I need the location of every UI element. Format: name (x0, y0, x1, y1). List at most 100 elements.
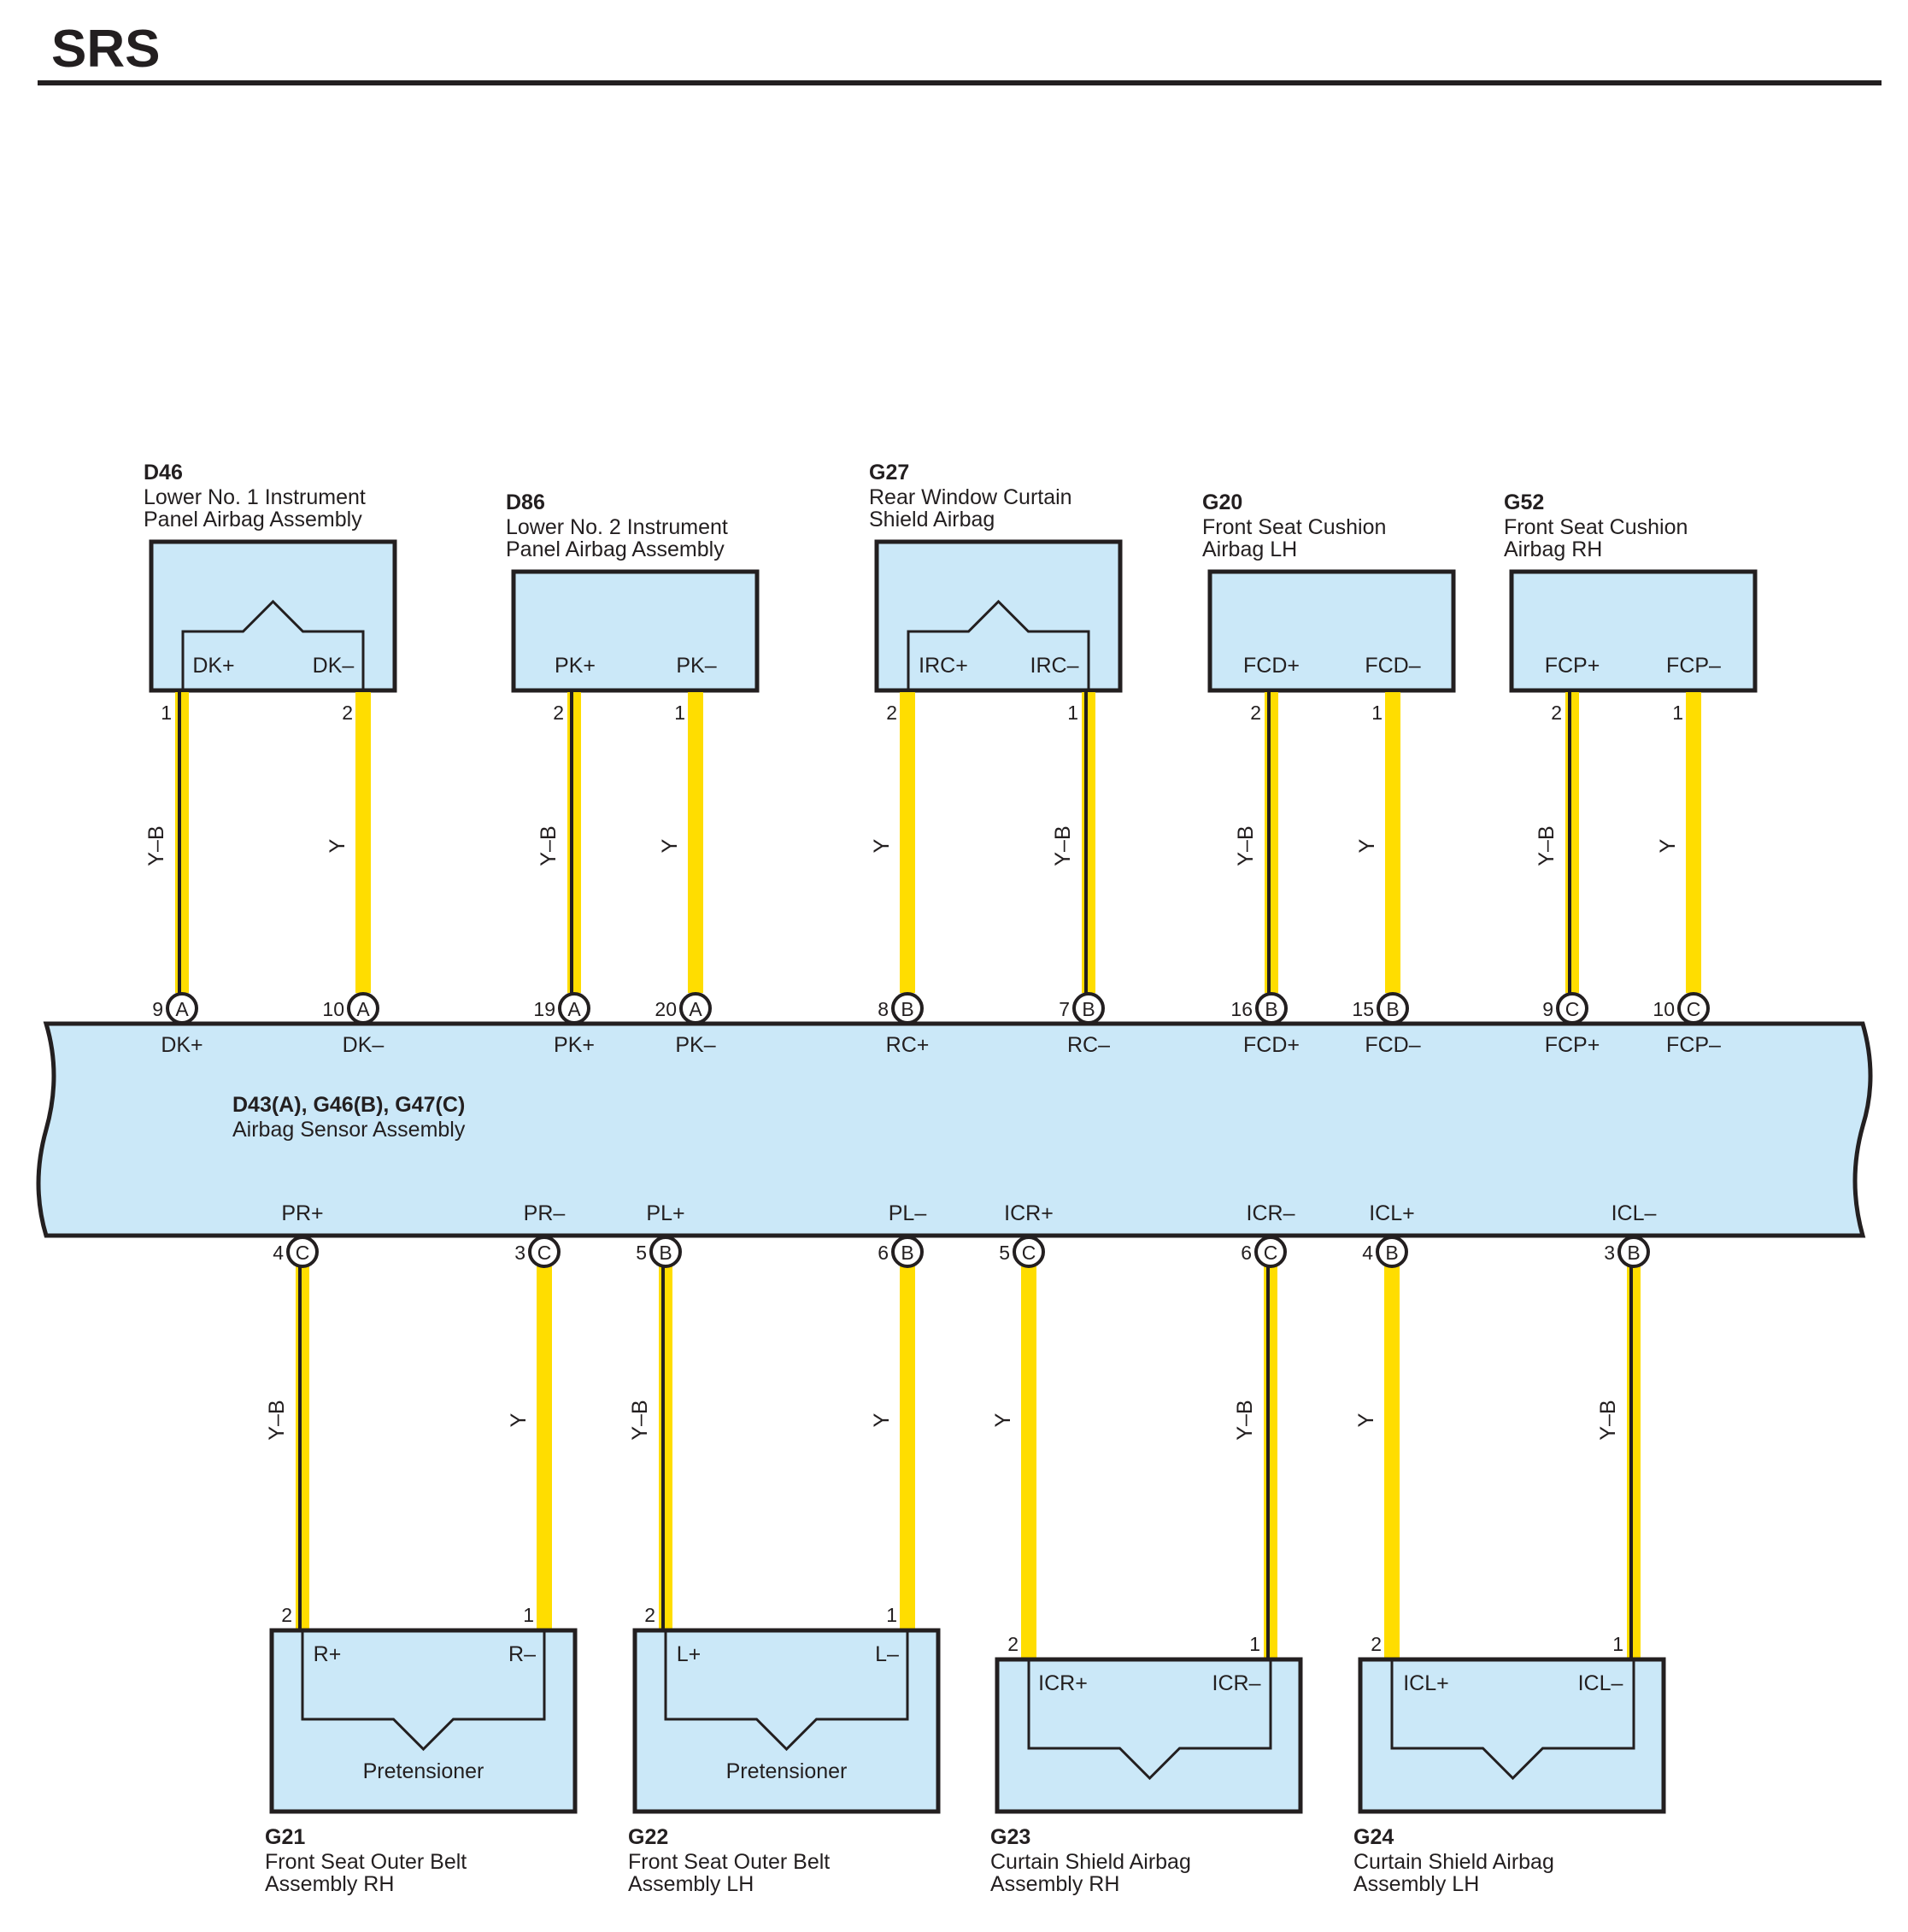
g20-ecu-pin-letter: B (1386, 998, 1399, 1020)
g20-ecu-label: FCD+ (1243, 1033, 1300, 1057)
g23-code: G23 (990, 1825, 1030, 1849)
d46-ecu-pin-number: 10 (322, 998, 344, 1020)
g27-ecu-label: RC+ (886, 1033, 930, 1057)
g23-ecu-pin (1254, 1236, 1287, 1268)
d46-component-box (149, 539, 397, 693)
g23-wire-color: Y (991, 1412, 1015, 1427)
ecu-code: D43(A), G46(B), G47(C) (232, 1093, 465, 1117)
g24-pin-label: ICL– (1578, 1671, 1623, 1695)
g20-pin-label: FCD– (1365, 654, 1420, 678)
g23-pin-number: 2 (1007, 1633, 1019, 1655)
g24-component-box (1358, 1657, 1666, 1814)
d46-ecu-pin-number: 9 (152, 998, 163, 1020)
d46-ecu-pin-letter: A (356, 998, 370, 1020)
g27-code: G27 (869, 461, 909, 484)
g52-wire-color: Y–B (1535, 825, 1559, 866)
g20-ecu-pin-letter: B (1265, 998, 1277, 1020)
g21-pin-label: R+ (314, 1642, 342, 1666)
g23-ecu-pin-letter: C (1022, 1242, 1036, 1264)
g24-name-line: Curtain Shield Airbag (1353, 1850, 1554, 1874)
d86-ecu-pin-number: 19 (533, 998, 555, 1020)
d46-squib-symbol (181, 599, 365, 690)
g24-ecu-pin-letter: B (1627, 1242, 1640, 1264)
g23-ecu-pin-letter: C (1264, 1242, 1278, 1264)
g21-squib-symbol (301, 1630, 546, 1752)
g21-ecu-pin (286, 1236, 319, 1268)
g23-squib-symbol (1027, 1659, 1272, 1781)
g24-ecu-pin-number: 4 (1362, 1242, 1373, 1264)
g22-ecu-pin-number: 6 (878, 1242, 889, 1264)
page-title: SRS (51, 20, 160, 79)
d86-wire-color: Y (658, 838, 682, 853)
g21-ecu-pin (528, 1236, 561, 1268)
d46-ecu-pin-letter: A (175, 998, 189, 1020)
g21-wire-color: Y (507, 1412, 531, 1427)
d46-pin-label: DK+ (192, 654, 234, 678)
g24-pin-number: 2 (1371, 1633, 1382, 1655)
g24-ecu-pin-letter: B (1385, 1242, 1398, 1264)
d46-ecu-pin (347, 992, 379, 1025)
d86-pin-number: 1 (674, 702, 685, 724)
d46-wire-color: Y (326, 838, 349, 853)
g21-pin-number: 2 (281, 1604, 292, 1626)
g22-name-line: Assembly LH (628, 1872, 754, 1896)
g23-ecu-label: ICR– (1247, 1201, 1295, 1225)
g22-pin-number: 2 (644, 1604, 655, 1626)
g27-ecu-label: RC– (1067, 1033, 1110, 1057)
g22-pin-label: L+ (677, 1642, 702, 1666)
g27-component-box (874, 539, 1123, 693)
d86-wire-color: Y–B (537, 825, 561, 866)
g23-ecu-pin-number: 6 (1241, 1242, 1252, 1264)
g24-ecu-pin (1617, 1236, 1650, 1268)
g52-ecu-label: FCP+ (1545, 1033, 1600, 1057)
g24-wire-color: Y–B (1596, 1400, 1620, 1440)
d46-ecu-label: DK– (343, 1033, 385, 1057)
g27-ecu-pin (1072, 992, 1105, 1025)
airbag-sensor-assembly (36, 1021, 1873, 1238)
g24-ecu-label: ICL+ (1369, 1201, 1415, 1225)
g27-name-line: Rear Window Curtain (869, 485, 1072, 509)
g20-component-box (1207, 569, 1456, 693)
g22-wire-color: Y (870, 1412, 894, 1427)
d86-ecu-pin-letter: A (567, 998, 581, 1020)
g23-ecu-pin (1013, 1236, 1045, 1268)
g27-ecu-pin-number: 8 (878, 998, 889, 1020)
d46-pin-label: DK– (313, 654, 355, 678)
g24-ecu-pin (1376, 1236, 1408, 1268)
d46-pin-number: 2 (342, 702, 353, 724)
g22-name-line: Front Seat Outer Belt (628, 1850, 830, 1874)
g52-name-line: Front Seat Cushion (1504, 515, 1688, 539)
g20-ecu-pin (1255, 992, 1288, 1025)
g22-component-box (632, 1628, 941, 1814)
g22-ecu-label: PL+ (646, 1201, 684, 1225)
g20-pin-label: FCD+ (1243, 654, 1300, 678)
g27-wire-color: Y (870, 838, 894, 853)
g24-ecu-label: ICL– (1612, 1201, 1657, 1225)
g23-pin-label: ICR– (1212, 1671, 1261, 1695)
g27-ecu-pin (891, 992, 924, 1025)
d46-pin-number: 1 (161, 702, 172, 724)
g22-ecu-pin-letter: B (901, 1242, 913, 1264)
g52-code: G52 (1504, 490, 1544, 514)
g22-wire-color: Y–B (628, 1400, 652, 1440)
g52-ecu-label: FCP– (1666, 1033, 1721, 1057)
g52-ecu-pin-letter: C (1687, 998, 1701, 1020)
g24-pin-number: 1 (1612, 1633, 1623, 1655)
g27-pin-number: 1 (1067, 702, 1078, 724)
g23-ecu-label: ICR+ (1004, 1201, 1054, 1225)
g52-name-line: Airbag RH (1504, 537, 1602, 561)
g52-ecu-pin-number: 10 (1653, 998, 1675, 1020)
g22-inner-label: Pretensioner (726, 1759, 848, 1783)
g52-ecu-pin-number: 9 (1542, 998, 1553, 1020)
g22-ecu-label: PL– (889, 1201, 927, 1225)
d46-name-line: Panel Airbag Assembly (144, 508, 362, 531)
g20-wire-color: Y (1355, 838, 1379, 853)
d46-ecu-label: DK+ (161, 1033, 203, 1057)
g52-component-box (1509, 569, 1758, 693)
g21-code: G21 (265, 1825, 305, 1849)
g20-pin-number: 1 (1371, 702, 1383, 724)
g24-code: G24 (1353, 1825, 1394, 1849)
d86-code: D86 (506, 490, 545, 514)
g24-squib-symbol (1390, 1659, 1635, 1781)
g20-pin-number: 2 (1250, 702, 1261, 724)
